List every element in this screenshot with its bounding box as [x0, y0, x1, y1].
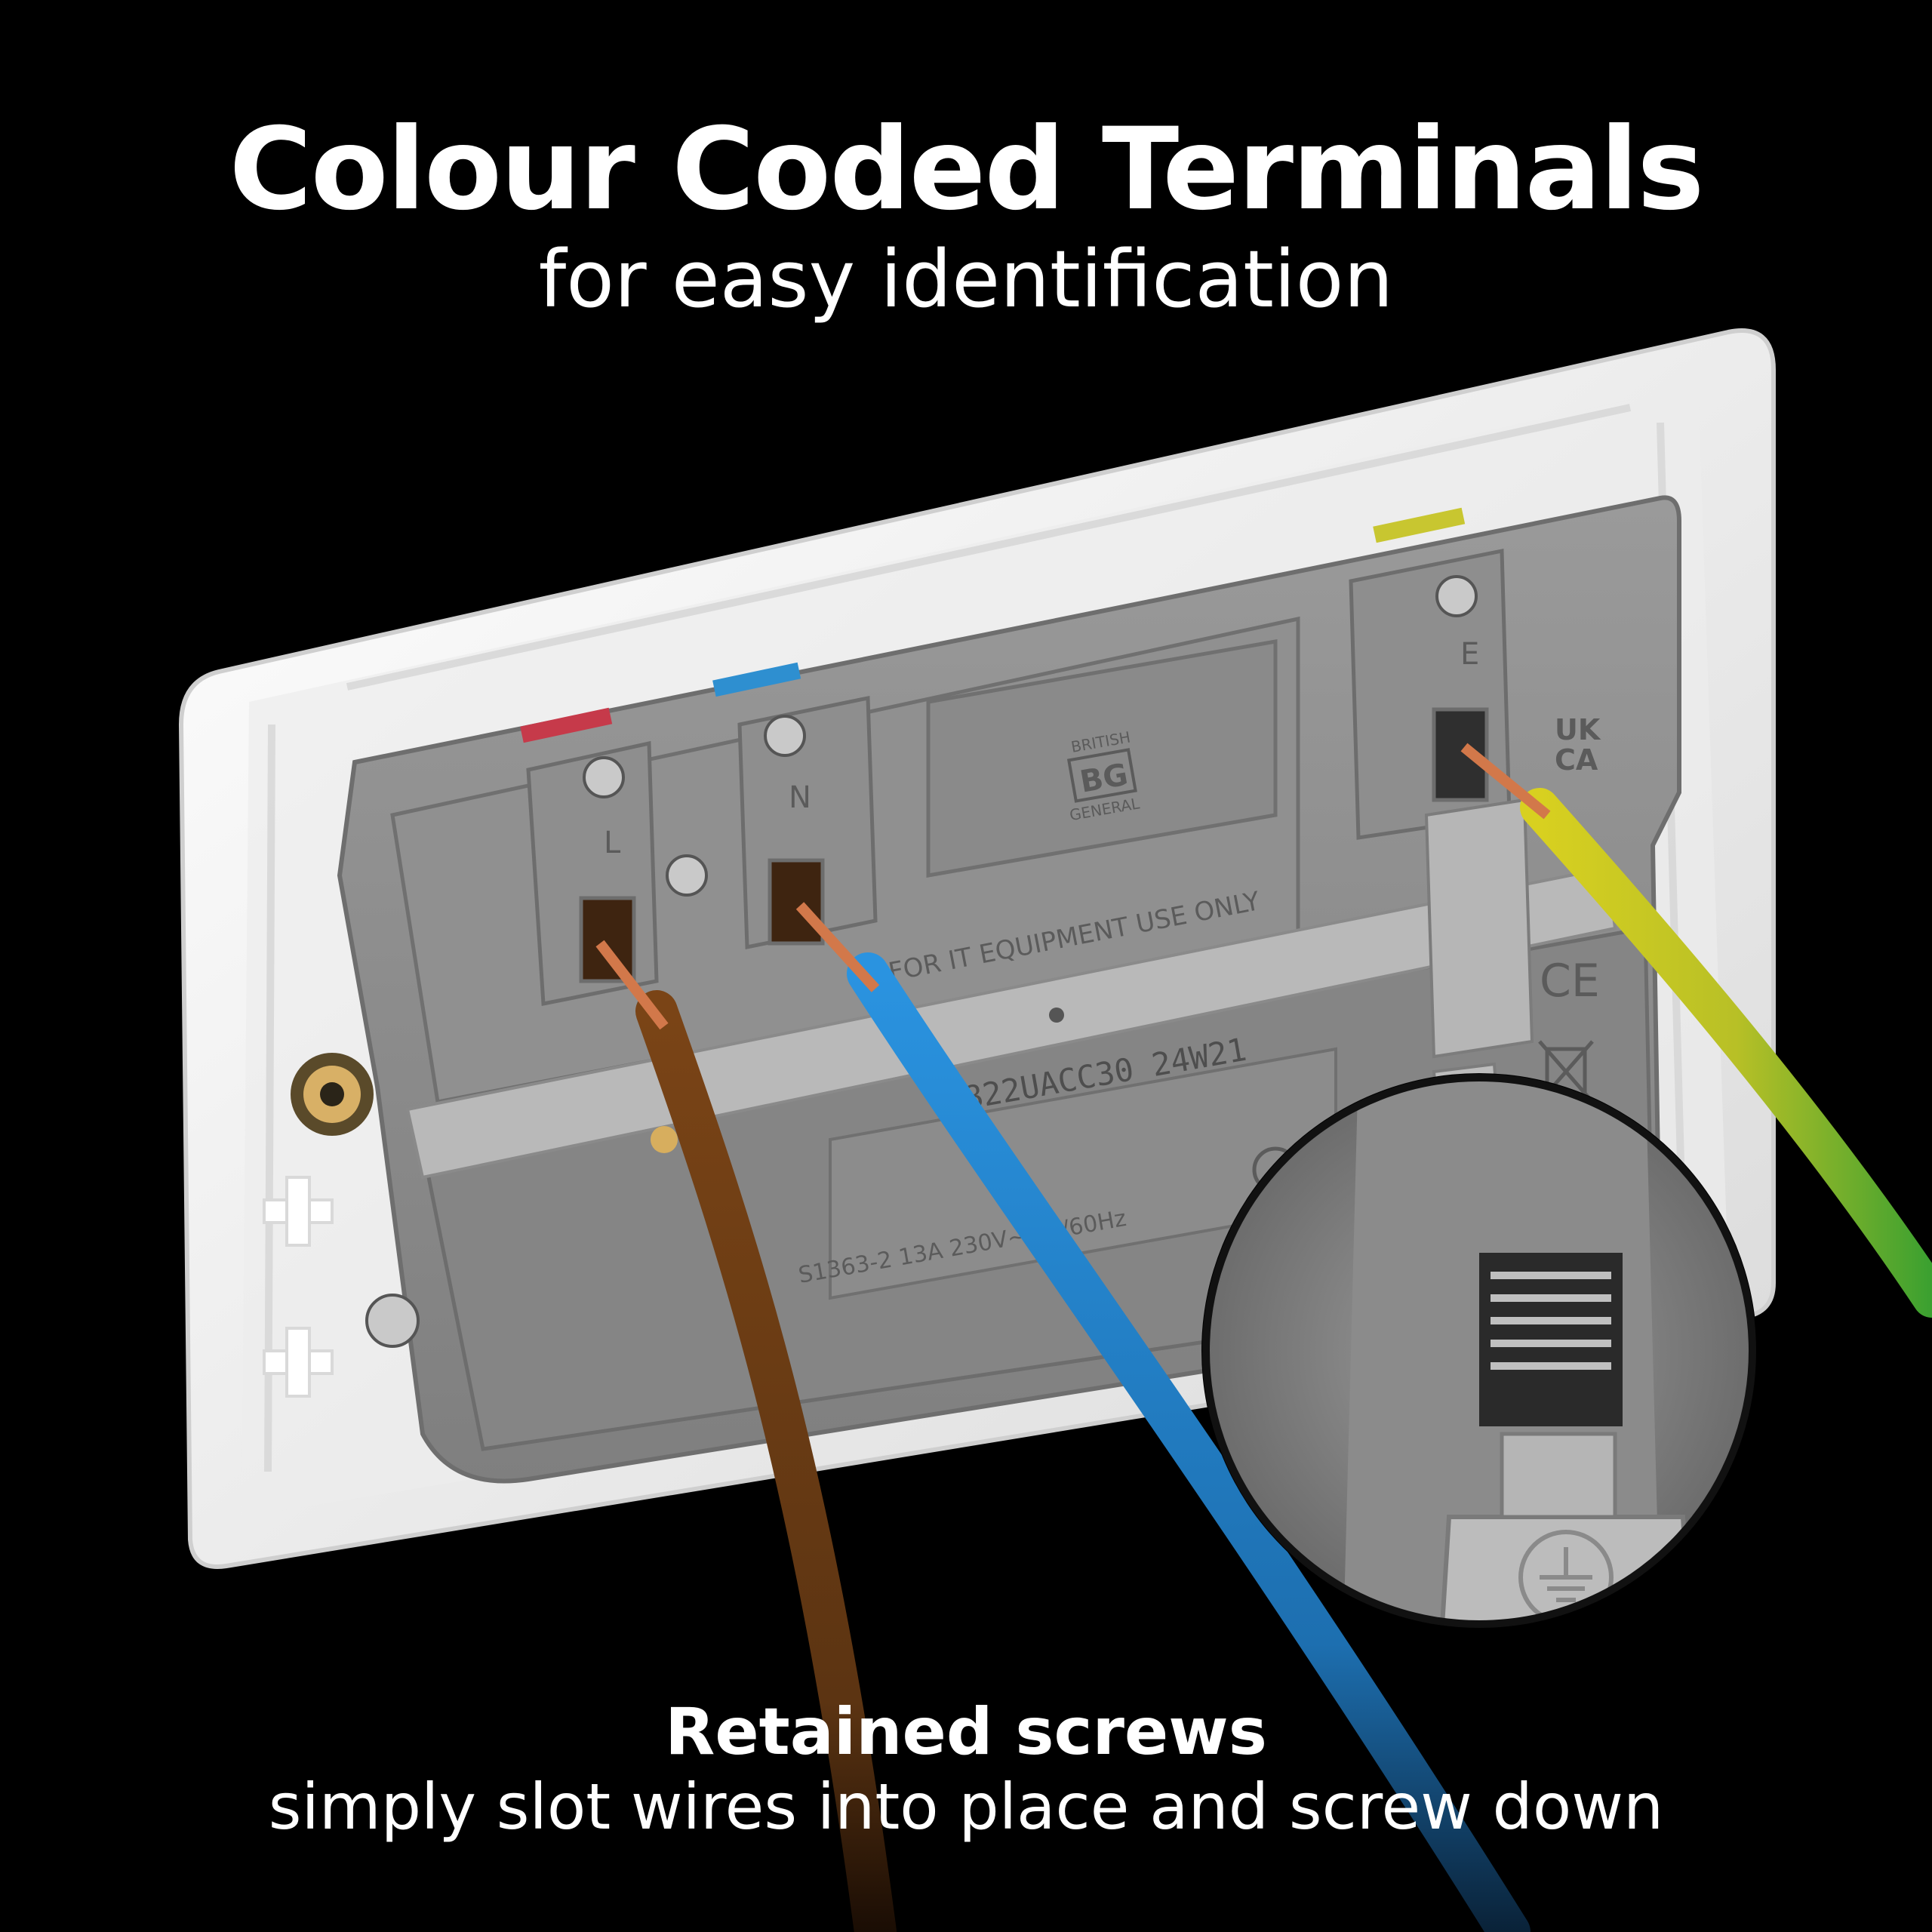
screw-earth	[1435, 575, 1478, 617]
ukca-bottom: CA	[1555, 743, 1598, 777]
brand-logo: BG	[1078, 757, 1131, 799]
terminal-label-live: L	[604, 826, 621, 860]
callout-body: simply slot wires into place and screw d…	[268, 1770, 1664, 1844]
terminal-label-neutral: N	[789, 780, 811, 815]
earth-marker	[1373, 507, 1466, 543]
screw-neutral	[764, 715, 806, 757]
screw-mid	[666, 854, 708, 897]
earth-clip	[1424, 798, 1534, 1059]
terminal-label-earth: E	[1460, 637, 1479, 672]
terminal-live	[526, 740, 659, 1007]
terminal-neutral	[737, 695, 878, 950]
earth-symbol-icon	[1518, 1530, 1614, 1623]
wire-earth	[1460, 743, 1932, 1318]
wire-blue	[795, 902, 1531, 1932]
neutral-marker	[712, 662, 801, 697]
callout-title: Retained screws	[665, 1694, 1267, 1770]
ukca-top: UK	[1555, 713, 1601, 746]
headline: Colour Coded Terminals	[229, 104, 1705, 235]
ce-mark: CE	[1540, 955, 1600, 1008]
subheadline: for easy identification	[538, 233, 1394, 325]
terminal-earth	[1349, 548, 1512, 840]
live-marker	[520, 707, 613, 743]
plus-marks	[263, 1176, 334, 1398]
wire-brown	[595, 940, 897, 1932]
screw-live	[583, 756, 625, 798]
zoom-callout	[1201, 1073, 1757, 1629]
screw-left-bottom	[365, 1294, 420, 1348]
